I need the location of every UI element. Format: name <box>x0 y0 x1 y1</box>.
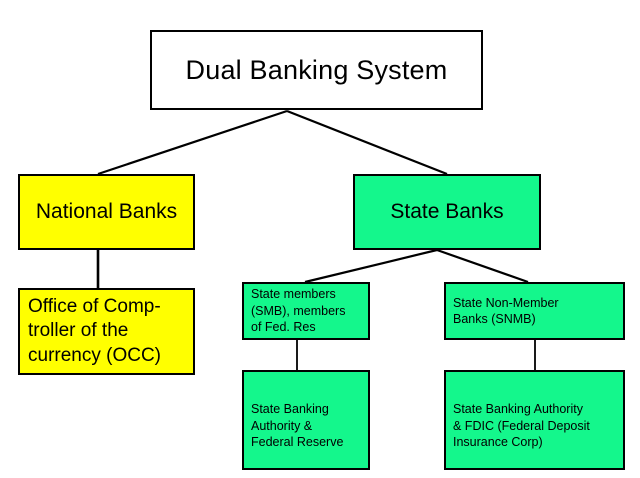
node-state-members: State members (SMB), members of Fed. Res <box>242 282 370 340</box>
node-label-national-banks: National Banks <box>35 200 178 224</box>
node-label-state-non-member-banks: State Non-Member Banks (SNMB) <box>453 295 559 327</box>
node-label-state-banking-authority-federal-reserve: State Banking Authority & Federal Reserv… <box>251 402 344 450</box>
node-label-state-banks: State Banks <box>390 200 504 224</box>
edge-root-to-national-banks <box>97 109 288 176</box>
node-label-dual-banking-system: Dual Banking System <box>185 54 448 85</box>
node-state-banks: State Banks <box>353 174 541 250</box>
node-national-banks: National Banks <box>18 174 195 250</box>
edge-state-banks-to-state-members <box>304 248 438 284</box>
node-state-non-member-banks: State Non-Member Banks (SNMB) <box>444 282 625 340</box>
node-state-banking-authority-fdic: State Banking Authority & FDIC (Federal … <box>444 370 625 470</box>
node-office-of-comptroller: Office of Comp- troller of the currency … <box>18 288 195 375</box>
edge-state-banks-to-state-non-member <box>436 248 529 284</box>
edge-root-to-state-banks <box>286 109 448 176</box>
node-state-banking-authority-federal-reserve: State Banking Authority & Federal Reserv… <box>242 370 370 470</box>
node-label-state-banking-authority-fdic: State Banking Authority & FDIC (Federal … <box>453 402 590 450</box>
node-dual-banking-system: Dual Banking System <box>150 30 483 110</box>
node-label-state-members: State members (SMB), members of Fed. Res <box>251 287 346 335</box>
node-label-office-of-comptroller: Office of Comp- troller of the currency … <box>28 296 162 366</box>
